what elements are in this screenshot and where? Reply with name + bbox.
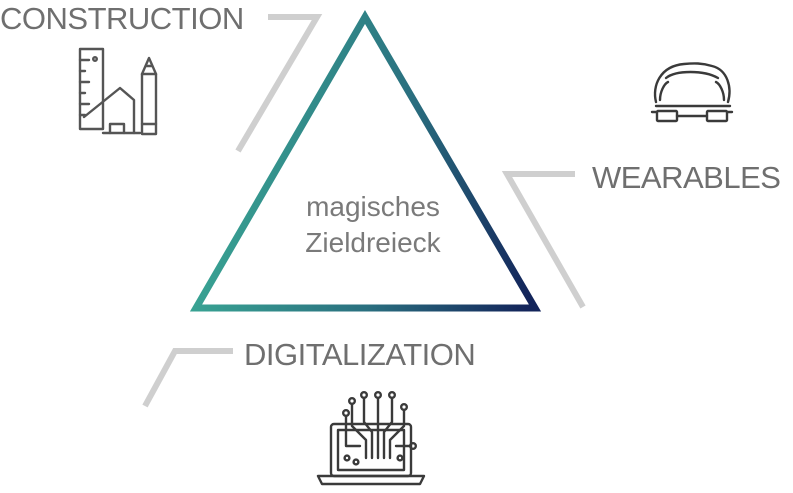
construction-connector <box>235 14 323 153</box>
smart-glasses-head-icon <box>650 62 734 123</box>
goal-triangle <box>189 10 542 312</box>
center-label-line2: Zieldreieck <box>305 227 441 258</box>
digitalization-label: DIGITALIZATION <box>244 337 475 372</box>
ruler-pencil-house-icon <box>78 47 158 136</box>
wearables-connector <box>501 171 586 309</box>
laptop-circuit-icon <box>316 391 426 486</box>
wearables-label: WEARABLES <box>592 160 780 195</box>
center-label-line1: magisches <box>306 191 440 222</box>
construction-label: CONSTRUCTION <box>0 1 244 36</box>
digitalization-connector <box>142 348 233 408</box>
